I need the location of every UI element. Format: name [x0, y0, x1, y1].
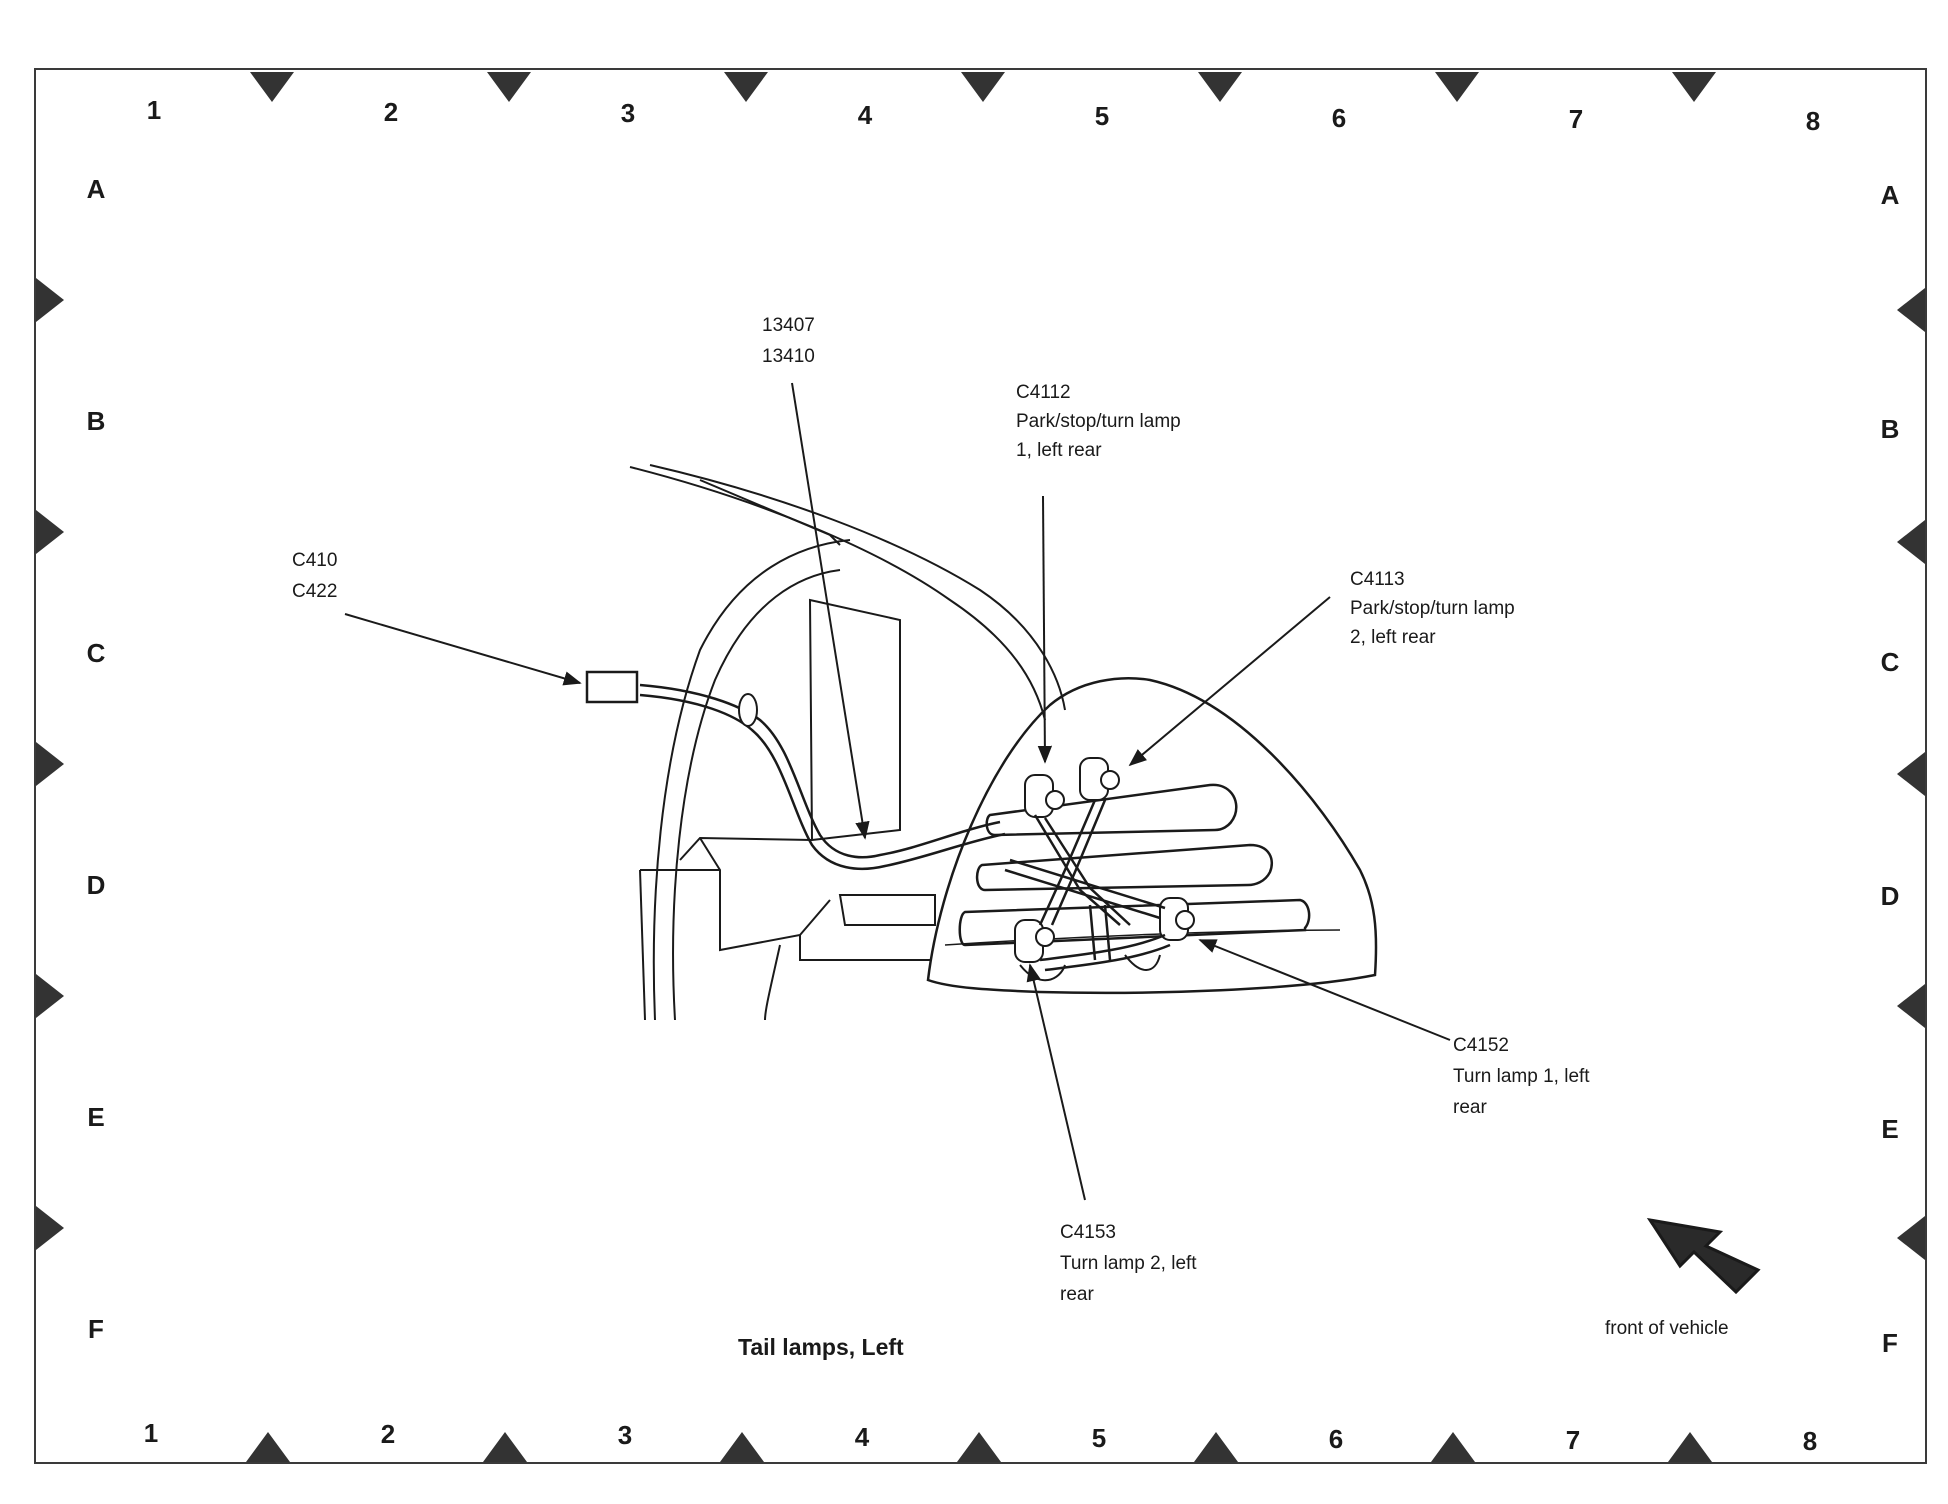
label-line: Turn lamp 1, left [1453, 1066, 1590, 1087]
grid-column-number: 2 [380, 1419, 396, 1450]
label-line: 2, left rear [1350, 627, 1436, 648]
label-line: C4112 [1016, 382, 1071, 403]
label-line: Park/stop/turn lamp [1016, 411, 1181, 432]
grid-column-number: 6 [1328, 1424, 1344, 1454]
grid-marker [1897, 1216, 1925, 1260]
grid-marker [36, 742, 64, 786]
label-line: rear [1453, 1097, 1487, 1118]
label-c4152: C4152 Turn lamp 1, left rear [1453, 1030, 1590, 1123]
grid-marker [483, 1432, 527, 1462]
label-c4112: C4112 Park/stop/turn lamp 1, left rear [1016, 378, 1181, 465]
label-line: 13410 [762, 346, 815, 367]
grid-marker [1194, 1432, 1238, 1462]
label-line: 13407 [762, 315, 815, 336]
label-line: C4153 [1060, 1222, 1116, 1243]
label-line: Park/stop/turn lamp [1350, 598, 1515, 619]
label-line: C4152 [1453, 1035, 1509, 1056]
grid-marker [36, 510, 64, 554]
label-c4113: C4113 Park/stop/turn lamp 2, left rear [1350, 565, 1515, 652]
diagram-frame [34, 68, 1927, 1464]
connector-c410-c422 [585, 670, 639, 704]
diagram-caption: Tail lamps, Left [738, 1334, 904, 1360]
tail-lamp-housing [926, 677, 1378, 995]
grid-column-number: 1 [146, 95, 162, 125]
grid-marker [250, 72, 294, 102]
grid-marker [1431, 1432, 1475, 1462]
grid-column-number: 1 [143, 1418, 159, 1448]
grid-marker [1897, 288, 1925, 332]
wiring-harness [639, 683, 1171, 972]
grid-row-letter: E [1881, 1114, 1899, 1144]
grid-marker [1198, 72, 1242, 102]
grid-column-number: 5 [1094, 101, 1110, 131]
grid-column-number: 3 [620, 98, 636, 128]
grid-marker [1672, 72, 1716, 102]
grid-column-number: 7 [1565, 1425, 1581, 1456]
grid-marker [36, 278, 64, 322]
leader-lines [344, 382, 1451, 1201]
grid-row-letter: C [1880, 647, 1900, 677]
grid-row-letter: C [86, 638, 106, 668]
grid-column-number: 3 [617, 1420, 633, 1451]
grid-row-letter: D [1880, 880, 1900, 911]
label-line: Turn lamp 2, left [1060, 1253, 1197, 1274]
grid-row-letter: A [1880, 180, 1900, 210]
grid-marker [36, 1206, 64, 1250]
grid-marker [720, 1432, 764, 1462]
grid-row-letter: F [1882, 1327, 1898, 1358]
label-harness-13407-13410: 13407 13410 [762, 310, 815, 372]
grid-marker [1435, 72, 1479, 102]
label-c410-c422: C410 C422 [292, 545, 337, 607]
grid-row-letter: E [87, 1102, 105, 1132]
grid-marker [724, 72, 768, 102]
grid-marker [36, 974, 64, 1018]
grid-markers [36, 72, 1925, 1462]
label-c4153: C4153 Turn lamp 2, left rear [1060, 1217, 1197, 1310]
grid-marker [487, 72, 531, 102]
label-line: rear [1060, 1284, 1094, 1305]
label-line: C422 [292, 581, 338, 602]
grid-column-number: 8 [1802, 1426, 1818, 1457]
grid-marker [961, 72, 1005, 102]
harness-grommet [738, 693, 758, 727]
grid-row-letter: B [86, 406, 106, 436]
grid-row-letter: F [88, 1314, 104, 1344]
grid-marker [1897, 752, 1925, 796]
grid-column-number: 5 [1091, 1422, 1107, 1453]
grid-marker [246, 1432, 290, 1462]
label-line: 1, left rear [1016, 440, 1102, 461]
grid-marker [1668, 1432, 1712, 1462]
grid-marker [1897, 984, 1925, 1028]
grid-column-number: 4 [854, 1421, 870, 1452]
grid-column-number: 2 [383, 96, 399, 127]
grid-row-letter: D [86, 870, 106, 900]
label-line: C4113 [1350, 569, 1405, 590]
vehicle-body [629, 464, 1066, 1021]
grid-column-number: 8 [1805, 105, 1821, 136]
grid-marker [957, 1432, 1001, 1462]
orientation-label: front of vehicle [1605, 1318, 1729, 1339]
arrow-up-left-icon [1646, 1217, 1761, 1295]
grid-column-number: 4 [857, 99, 873, 130]
grid-column-number: 6 [1331, 102, 1347, 133]
grid-column-number: 7 [1568, 104, 1584, 134]
grid-row-letter: B [1880, 413, 1900, 444]
grid-row-letter: A [86, 174, 106, 204]
grid-marker [1897, 520, 1925, 564]
lamp-sockets [1014, 757, 1195, 982]
label-line: C410 [292, 550, 338, 571]
